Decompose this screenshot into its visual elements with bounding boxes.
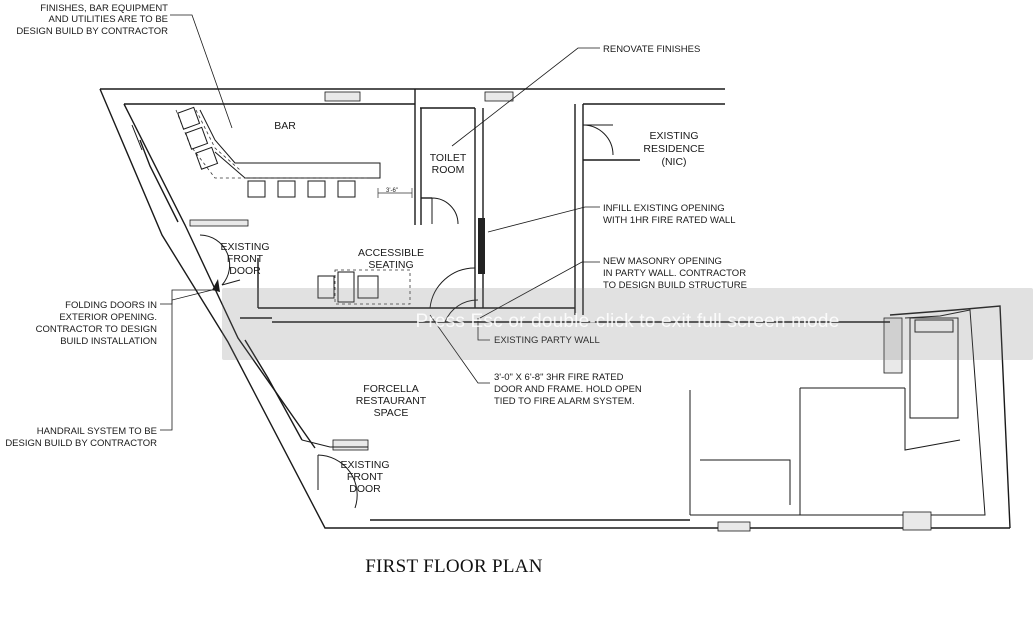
room-label-existing-residence: EXISTING RESIDENCE (NIC) <box>643 130 704 168</box>
svg-text:DOOR: DOOR <box>229 265 261 277</box>
room-label-accessible-seating: ACCESSIBLE SEATING <box>358 247 424 271</box>
svg-text:SEATING: SEATING <box>368 259 413 271</box>
room-label-front-door-bottom: EXISTING FRONT DOOR <box>340 459 389 495</box>
room-label-restaurant: FORCELLA RESTAURANT SPACE <box>356 383 427 419</box>
note-renovate-finishes: RENOVATE FINISHES <box>603 44 700 55</box>
svg-text:FRONT: FRONT <box>227 253 264 265</box>
room-label-toilet: TOILET ROOM <box>430 152 467 176</box>
room-label-bar: BAR <box>274 120 296 132</box>
svg-text:NEW MASONRY OPENING: NEW MASONRY OPENING <box>603 256 722 267</box>
facade-glazing <box>131 124 368 448</box>
svg-text:3'-0" X 6'-8" 3HR FIRE RATED: 3'-0" X 6'-8" 3HR FIRE RATED <box>494 372 624 383</box>
svg-text:DOOR AND FRAME. HOLD OPEN: DOOR AND FRAME. HOLD OPEN <box>494 384 642 395</box>
svg-text:FINISHES, BAR EQUIPMENT: FINISHES, BAR EQUIPMENT <box>40 3 168 14</box>
bar-dimension-label: 3'-6" <box>386 188 398 194</box>
svg-text:HANDRAIL SYSTEM TO BE: HANDRAIL SYSTEM TO BE <box>37 426 157 437</box>
windows <box>324 91 932 532</box>
svg-text:DESIGN BUILD BY CONTRACTOR: DESIGN BUILD BY CONTRACTOR <box>5 438 157 449</box>
svg-text:EXTERIOR OPENING.: EXTERIOR OPENING. <box>59 312 157 323</box>
note-folding-doors: FOLDING DOORS IN EXTERIOR OPENING. CONTR… <box>36 300 158 347</box>
note-party-wall: EXISTING PARTY WALL <box>494 335 600 346</box>
svg-text:DOOR: DOOR <box>349 483 381 495</box>
svg-text:WITH 1HR FIRE RATED WALL: WITH 1HR FIRE RATED WALL <box>603 215 735 226</box>
exterior-walls <box>99 88 1011 529</box>
svg-text:FOLDING DOORS IN: FOLDING DOORS IN <box>65 300 157 311</box>
svg-text:TOILET: TOILET <box>430 152 467 164</box>
accessible-seating-table <box>317 269 411 305</box>
svg-text:EXISTING PARTY WALL: EXISTING PARTY WALL <box>494 335 600 346</box>
note-masonry-opening: NEW MASONRY OPENING IN PARTY WALL. CONTR… <box>603 256 747 291</box>
svg-text:EXISTING: EXISTING <box>220 241 269 253</box>
door-swings <box>199 124 614 509</box>
svg-text:(NIC): (NIC) <box>661 156 686 168</box>
room-label-front-door-top: EXISTING FRONT DOOR <box>220 241 269 277</box>
svg-text:FORCELLA: FORCELLA <box>363 383 418 395</box>
svg-text:INFILL EXISTING OPENING: INFILL EXISTING OPENING <box>603 203 725 214</box>
svg-text:ROOM: ROOM <box>432 164 465 176</box>
svg-text:EXISTING: EXISTING <box>649 130 698 142</box>
note-handrail: HANDRAIL SYSTEM TO BE DESIGN BUILD BY CO… <box>5 426 157 449</box>
note-infill-opening: INFILL EXISTING OPENING WITH 1HR FIRE RA… <box>603 203 735 226</box>
svg-text:RENOVATE FINISHES: RENOVATE FINISHES <box>603 44 700 55</box>
leader-arrowhead <box>212 279 220 292</box>
note-finishes-bar: FINISHES, BAR EQUIPMENT AND UTILITIES AR… <box>16 3 168 37</box>
svg-text:RESIDENCE: RESIDENCE <box>643 143 704 155</box>
drawing-title: FIRST FLOOR PLAN <box>365 556 543 577</box>
note-fire-door: 3'-0" X 6'-8" 3HR FIRE RATED DOOR AND FR… <box>494 372 642 407</box>
svg-text:AND UTILITIES ARE TO BE: AND UTILITIES ARE TO BE <box>49 14 169 25</box>
bar-counter <box>175 106 413 198</box>
stair-equipment <box>909 317 959 419</box>
svg-text:SPACE: SPACE <box>374 407 409 419</box>
svg-text:RESTAURANT: RESTAURANT <box>356 395 427 407</box>
svg-text:TO DESIGN BUILD STRUCTURE: TO DESIGN BUILD STRUCTURE <box>603 280 747 291</box>
svg-text:CONTRACTOR TO DESIGN: CONTRACTOR TO DESIGN <box>36 324 158 335</box>
leader-lines <box>160 14 600 431</box>
svg-text:BUILD INSTALLATION: BUILD INSTALLATION <box>60 336 157 347</box>
fire-rated-infill-wall <box>478 218 485 274</box>
svg-text:DESIGN BUILD BY CONTRACTOR: DESIGN BUILD BY CONTRACTOR <box>16 26 168 37</box>
svg-text:ACCESSIBLE: ACCESSIBLE <box>358 247 424 259</box>
fullscreen-exit-notice: Press Esc or double-click to exit full s… <box>222 288 1033 360</box>
svg-text:FRONT: FRONT <box>347 471 384 483</box>
svg-text:EXISTING: EXISTING <box>340 459 389 471</box>
svg-text:TIED TO FIRE ALARM SYSTEM.: TIED TO FIRE ALARM SYSTEM. <box>494 396 635 407</box>
svg-text:IN PARTY WALL. CONTRACTOR: IN PARTY WALL. CONTRACTOR <box>603 268 746 279</box>
fullscreen-exit-message: Press Esc or double-click to exit full s… <box>415 311 840 332</box>
